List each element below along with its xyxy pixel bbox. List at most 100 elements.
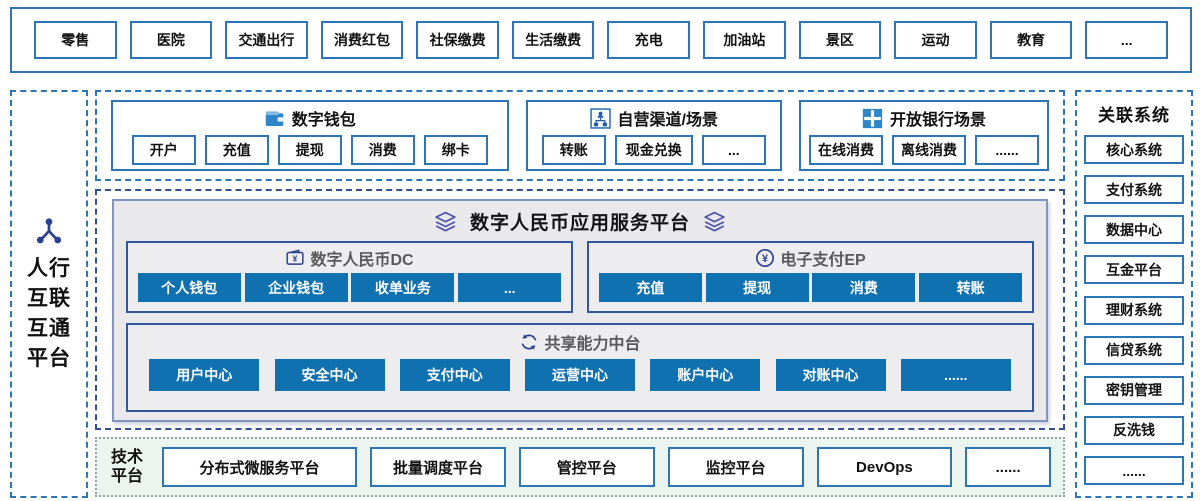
service-item: 提现 <box>277 135 342 165</box>
app-scenarios-strip: 零售医院交通出行消费红包社保缴费生活缴费充电加油站景区运动教育... <box>10 7 1192 73</box>
service-item: 开户 <box>131 135 196 165</box>
platform-capability: 消费 <box>812 273 916 302</box>
app-scenario-chip: 零售 <box>34 21 117 59</box>
tech-platform-item: 管控平台 <box>518 447 655 487</box>
app-scenario-chip: 交通出行 <box>225 21 308 59</box>
service-item: 在线消费 <box>809 135 883 165</box>
platform-dashed-container: 数字人民币应用服务平台 <box>95 189 1065 430</box>
platform-capability: 用户中心 <box>149 359 260 391</box>
related-systems-panel: 关联系统 核心系统支付系统数据中心互金平台理财系统信贷系统密钥管理反洗钱....… <box>1075 90 1193 498</box>
ep-section-title: 电子支付EP <box>780 251 866 269</box>
app-scenario-chip: 教育 <box>989 21 1073 59</box>
ep-items: 充值提现消费转账 <box>589 272 1032 311</box>
tech-platform-item: DevOps <box>816 447 953 487</box>
related-system-item: 互金平台 <box>1084 255 1184 285</box>
tech-platform-label: 技术 平台 <box>105 448 149 486</box>
tech-label-line: 技术 <box>110 449 143 466</box>
digital-rmb-platform: 数字人民币应用服务平台 <box>112 199 1048 422</box>
related-system-item: 信贷系统 <box>1084 335 1184 365</box>
digital-wallet-card: 数字钱包 开户充值提现消费绑卡 <box>111 100 509 171</box>
platform-capability: 充值 <box>598 273 702 302</box>
tech-platform-item: 批量调度平台 <box>370 447 506 487</box>
related-system-item: 反洗钱 <box>1084 415 1184 445</box>
app-scenario-chip: 生活缴费 <box>511 21 595 59</box>
shared-capability-header: 共享能力中台 <box>128 325 1032 358</box>
self-channel-title: 自营渠道/场景 <box>617 112 718 129</box>
dc-items: 个人钱包企业钱包收单业务... <box>128 272 571 311</box>
platform-title-row: 数字人民币应用服务平台 <box>126 201 1034 241</box>
app-scenario-chip: 景区 <box>798 21 882 59</box>
open-bank-header: 开放银行场景 <box>801 102 1047 134</box>
platform-capability: 收单业务 <box>351 273 455 302</box>
service-item: 现金兑换 <box>614 135 693 165</box>
left-panel-title-line: 互通 <box>27 317 71 340</box>
dc-section-header: ¥ 数字人民币DC <box>128 243 571 272</box>
cycle-icon <box>519 332 539 352</box>
service-item: 转账 <box>541 135 606 165</box>
related-systems-list: 核心系统支付系统数据中心互金平台理财系统信贷系统密钥管理反洗钱...... <box>1077 135 1191 485</box>
app-scenario-chip: 消费红包 <box>320 21 404 59</box>
yuan-circle-icon: ¥ <box>755 248 775 268</box>
wallet-outline-icon: ¥ <box>285 248 305 268</box>
self-channel-items: 转账现金兑换... <box>528 134 780 165</box>
pboc-interconnect-panel: 人行 互联 互通 平台 <box>10 90 88 498</box>
platform-capability: 安全中心 <box>274 359 385 391</box>
service-item: 绑卡 <box>423 135 488 165</box>
svg-text:¥: ¥ <box>293 253 298 263</box>
open-bank-title: 开放银行场景 <box>889 112 986 129</box>
service-item: ... <box>701 135 766 165</box>
shared-capability-section: 共享能力中台 用户中心安全中心支付中心运营中心账户中心对账中心...... <box>126 323 1034 412</box>
app-scenario-chip: 医院 <box>129 21 213 59</box>
open-bank-items: 在线消费离线消费...... <box>801 134 1047 165</box>
related-system-item: ...... <box>1084 456 1184 485</box>
open-bank-card: 开放银行场景 在线消费离线消费...... <box>799 100 1049 171</box>
digital-wallet-title: 数字钱包 <box>291 112 356 129</box>
left-panel-title-line: 互联 <box>27 287 71 310</box>
app-scenario-chip: 加油站 <box>703 21 786 59</box>
platform-capability: ... <box>458 273 562 302</box>
digital-rmb-dc-section: ¥ 数字人民币DC 个人钱包企业钱包收单业务... <box>126 241 573 313</box>
related-system-item: 核心系统 <box>1084 135 1184 164</box>
related-systems-title: 关联系统 <box>1098 106 1170 125</box>
app-scenario-chip: 充电 <box>607 21 691 59</box>
open-bank-icon <box>862 108 883 129</box>
left-panel-title-line: 人行 <box>27 257 71 280</box>
shared-capability-title: 共享能力中台 <box>544 335 641 353</box>
tech-label-line: 平台 <box>110 468 143 485</box>
service-item: 消费 <box>350 135 415 165</box>
platform-capability: 转账 <box>919 273 1023 302</box>
layers-icon <box>433 209 458 234</box>
related-system-item: 理财系统 <box>1084 295 1184 325</box>
shared-capability-items: 用户中心安全中心支付中心运营中心账户中心对账中心...... <box>128 358 1032 410</box>
platform-title: 数字人民币应用服务平台 <box>469 212 690 234</box>
self-channel-card: 自营渠道/场景 转账现金兑换... <box>525 100 782 171</box>
platform-capability: 支付中心 <box>399 359 510 391</box>
service-channels-row: 数字钱包 开户充值提现消费绑卡 自营渠道/场景 <box>95 90 1065 181</box>
self-channel-header: 自营渠道/场景 <box>528 102 780 134</box>
service-item: 充值 <box>204 135 269 165</box>
platform-capability: 运营中心 <box>525 359 635 391</box>
dc-section-title: 数字人民币DC <box>310 251 414 269</box>
platform-capability: 个人钱包 <box>137 273 241 302</box>
org-chart-icon <box>589 107 611 129</box>
ep-section-header: ¥ 电子支付EP <box>589 243 1032 272</box>
tech-platform-item: 分布式微服务平台 <box>162 447 358 487</box>
service-item: ...... <box>975 135 1039 165</box>
digital-wallet-header: 数字钱包 <box>113 102 507 134</box>
related-system-item: 密钥管理 <box>1084 375 1184 405</box>
left-panel-title-line: 平台 <box>27 347 71 370</box>
svg-text:¥: ¥ <box>762 252 768 264</box>
app-scenario-chip: 社保缴费 <box>416 21 499 59</box>
service-item: 离线消费 <box>892 135 966 165</box>
platform-capability: ...... <box>900 359 1011 391</box>
app-scenario-chip: ... <box>1085 21 1168 59</box>
wallet-icon <box>264 108 285 129</box>
layers-icon <box>702 209 727 234</box>
related-system-item: 数据中心 <box>1084 215 1184 245</box>
app-scenario-chip: 运动 <box>894 21 977 59</box>
digital-wallet-items: 开户充值提现消费绑卡 <box>113 134 507 165</box>
network-icon <box>34 216 64 246</box>
